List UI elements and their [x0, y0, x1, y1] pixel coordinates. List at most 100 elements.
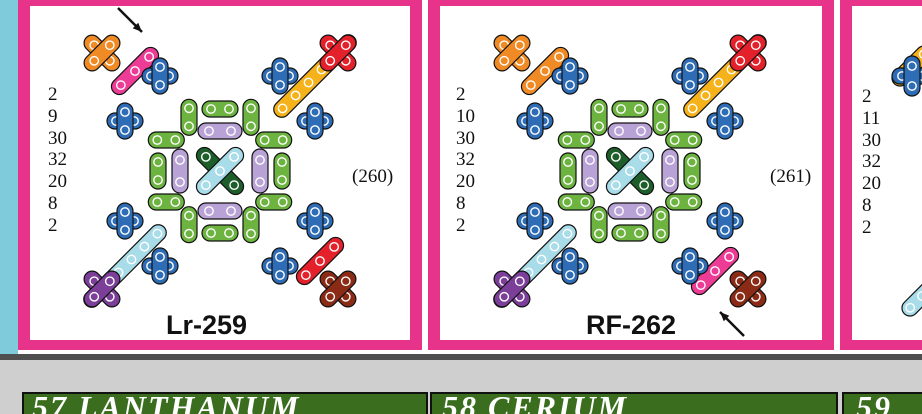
- arm-stick: [110, 46, 160, 96]
- blue-cluster: [271, 247, 289, 285]
- green-stick: [180, 98, 198, 136]
- shell-value: 8: [456, 192, 466, 214]
- lilac-stick: [607, 202, 653, 220]
- shell-value: 32: [862, 151, 881, 173]
- green-stick: [201, 224, 239, 242]
- lilac-stick: [607, 122, 653, 140]
- panel-lr-259-canvas: 2 9 30 32 20 8 2 (260) Lr-259: [30, 6, 410, 340]
- green-stick: [180, 206, 198, 244]
- green-stick: [665, 131, 703, 149]
- shell-value: 8: [862, 194, 872, 216]
- green-stick: [665, 193, 703, 211]
- nucleus-diagram-rf: [493, 34, 767, 337]
- pointer-arrow: [117, 7, 143, 33]
- shell-value: 2: [862, 216, 872, 238]
- green-stick: [255, 131, 293, 149]
- element-banner-cerium: 58 CERIUM: [430, 392, 838, 414]
- corner-cross: [319, 270, 357, 308]
- nucleus-diagram-lr: [83, 7, 357, 308]
- lilac-stick: [171, 148, 189, 194]
- element-title-lanthanum: 57 LANTHANUM: [32, 392, 301, 414]
- blue-cluster: [151, 247, 169, 285]
- arm-stick: [901, 275, 922, 317]
- element-label-lr: Lr-259: [166, 310, 248, 340]
- blue-cluster: [116, 202, 134, 240]
- blue-cluster: [561, 57, 579, 95]
- electron-shells-lr: 2 9 30 32 20 8 2: [48, 84, 67, 237]
- shell-value: 20: [456, 171, 475, 193]
- left-color-strip: [0, 0, 18, 354]
- pointer-arrow: [719, 311, 745, 337]
- green-stick: [201, 100, 239, 118]
- blue-cluster: [526, 202, 544, 240]
- blue-cluster: [306, 102, 324, 140]
- section-divider: [0, 354, 922, 360]
- shell-value: 30: [48, 127, 67, 149]
- lilac-stick: [581, 148, 599, 194]
- shell-value: 20: [48, 171, 67, 193]
- green-stick: [559, 152, 577, 190]
- element-title-next: 59: [856, 392, 892, 414]
- green-stick: [611, 100, 649, 118]
- green-stick: [611, 224, 649, 242]
- shell-value: 32: [456, 149, 475, 171]
- panel-rf-262-canvas: 2 10 30 32 20 8 2 (261) RF-262: [440, 6, 822, 340]
- shell-value: 30: [456, 127, 475, 149]
- blue-cluster: [716, 202, 734, 240]
- element-label-rf: RF-262: [586, 310, 677, 340]
- green-stick: [590, 206, 608, 244]
- arm-stick: [520, 46, 570, 96]
- blue-cluster: [681, 57, 699, 95]
- corner-cross: [83, 34, 121, 72]
- arm-stick: [295, 236, 345, 286]
- lilac-stick: [251, 148, 269, 194]
- corner-cross: [319, 34, 357, 72]
- green-stick: [652, 206, 670, 244]
- shell-value: 2: [456, 84, 466, 105]
- blue-cluster: [151, 57, 169, 95]
- panel-lr-259: 2 9 30 32 20 8 2 (260) Lr-259: [18, 0, 422, 350]
- center-stick: [195, 146, 245, 196]
- panel-partial-canvas: 2 11 30 32 20 8 2: [852, 6, 922, 340]
- blue-cluster: [903, 55, 921, 97]
- green-stick: [149, 152, 167, 190]
- corner-cross: [493, 34, 531, 72]
- corner-cross: [83, 270, 121, 308]
- shell-value: 30: [862, 129, 881, 151]
- mass-note-rf: (261): [770, 166, 812, 187]
- shell-value: 9: [48, 105, 58, 127]
- lilac-stick: [197, 202, 243, 220]
- green-stick: [652, 98, 670, 136]
- green-stick: [273, 152, 291, 190]
- green-stick: [147, 193, 185, 211]
- green-stick: [683, 152, 701, 190]
- nucleus-diagram-partial: [891, 45, 922, 317]
- green-stick: [557, 131, 595, 149]
- blue-cluster: [561, 247, 579, 285]
- green-stick: [590, 98, 608, 136]
- mass-note-lr: (260): [352, 166, 394, 187]
- element-banner-next: 59: [842, 392, 922, 414]
- shell-value: 32: [48, 149, 67, 171]
- green-stick: [242, 98, 260, 136]
- green-stick: [242, 206, 260, 244]
- shell-value: 2: [48, 84, 58, 105]
- blue-cluster: [681, 247, 699, 285]
- shell-value: 20: [862, 173, 881, 195]
- electron-shells-partial: 2 11 30 32 20 8 2: [862, 86, 881, 239]
- shell-value: 2: [456, 214, 466, 236]
- lilac-stick: [197, 122, 243, 140]
- green-stick: [147, 131, 185, 149]
- shell-value: 2: [862, 86, 872, 107]
- green-stick: [557, 193, 595, 211]
- element-banner-lanthanum: 57 LANTHANUM: [22, 392, 428, 414]
- electron-shells-rf: 2 10 30 32 20 8 2: [456, 84, 475, 237]
- panel-rf-262: 2 10 30 32 20 8 2 (261) RF-262: [428, 0, 834, 350]
- blue-cluster: [306, 202, 324, 240]
- lilac-stick: [661, 148, 679, 194]
- green-stick: [255, 193, 293, 211]
- corner-cross: [729, 34, 767, 72]
- blue-cluster: [271, 57, 289, 95]
- blue-cluster: [116, 102, 134, 140]
- center-stick: [605, 146, 655, 196]
